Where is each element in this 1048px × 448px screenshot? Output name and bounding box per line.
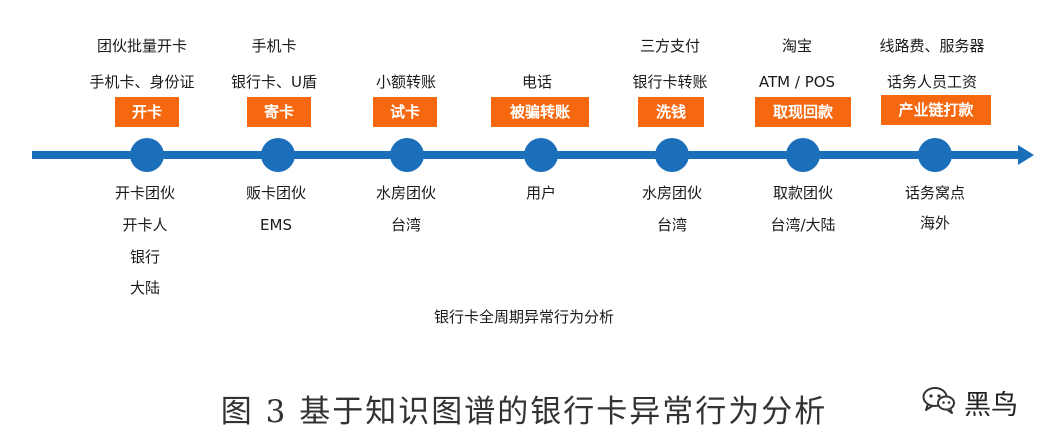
stage-5-below-2: 台湾 [656,216,688,234]
stage-5-above-2: 银行卡转账 [632,73,708,91]
stage-1-below-1: 开卡团伙 [114,184,176,202]
stage-1-node [130,138,164,172]
stage-2-above-2: 银行卡、U盾 [231,73,317,91]
stage-1-above-2: 手机卡、身份证 [89,73,195,91]
stage-7-below-1: 话务窝点 [904,184,966,202]
stage-5-below-1: 水房团伙 [641,184,703,202]
stage-2-badge: 寄卡 [247,97,311,127]
stage-6-below-2: 台湾/大陆 [770,216,836,234]
stage-1-badge: 开卡 [115,97,179,127]
stage-6-above-2: ATM / POS [758,73,836,91]
stage-4-below-1: 用户 [525,184,557,202]
stage-2-below-1: 贩卡团伙 [245,184,307,202]
stage-6-above-1: 淘宝 [781,37,813,55]
stage-4-badge: 被骗转账 [491,97,589,127]
stage-2-above-1: 手机卡 [251,37,297,55]
watermark: 黑鸟 [922,384,1018,421]
stage-3-below-2: 台湾 [390,216,422,234]
stage-7-above-2: 话务人员工资 [886,73,978,91]
stage-1-below-2: 开卡人 [122,216,168,234]
stage-7-below-2: 海外 [919,214,951,232]
figure-caption: 图 3 基于知识图谱的银行卡异常行为分析 [220,394,828,430]
stage-4-node [524,138,558,172]
stage-2-below-2: EMS [260,216,292,234]
timeline-arrowhead [1018,145,1034,165]
stage-5-node [655,138,689,172]
stage-3-above-1: 小额转账 [375,73,437,91]
stage-1-below-4: 大陆 [129,279,161,297]
stage-1-below-3: 银行 [129,248,161,266]
stage-3-node [390,138,424,172]
stage-6-badge: 取现回款 [755,97,851,127]
stage-7-node [918,138,952,172]
stage-3-badge: 试卡 [373,97,437,127]
stage-6-node [786,138,820,172]
diagram-caption: 银行卡全周期异常行为分析 [433,308,614,326]
stage-3-below-1: 水房团伙 [375,184,437,202]
stage-5-badge: 洗钱 [638,97,704,127]
stage-6-below-1: 取款团伙 [772,184,834,202]
stage-1-above-1: 团伙批量开卡 [96,37,188,55]
stage-5-above-1: 三方支付 [639,37,701,55]
stage-2-node [261,138,295,172]
watermark-text: 黑鸟 [964,389,1018,421]
wechat-icon [922,386,956,418]
stage-7-badge: 产业链打款 [881,95,991,125]
stage-7-above-1: 线路费、服务器 [879,37,985,55]
stage-4-above-1: 电话 [521,73,553,91]
